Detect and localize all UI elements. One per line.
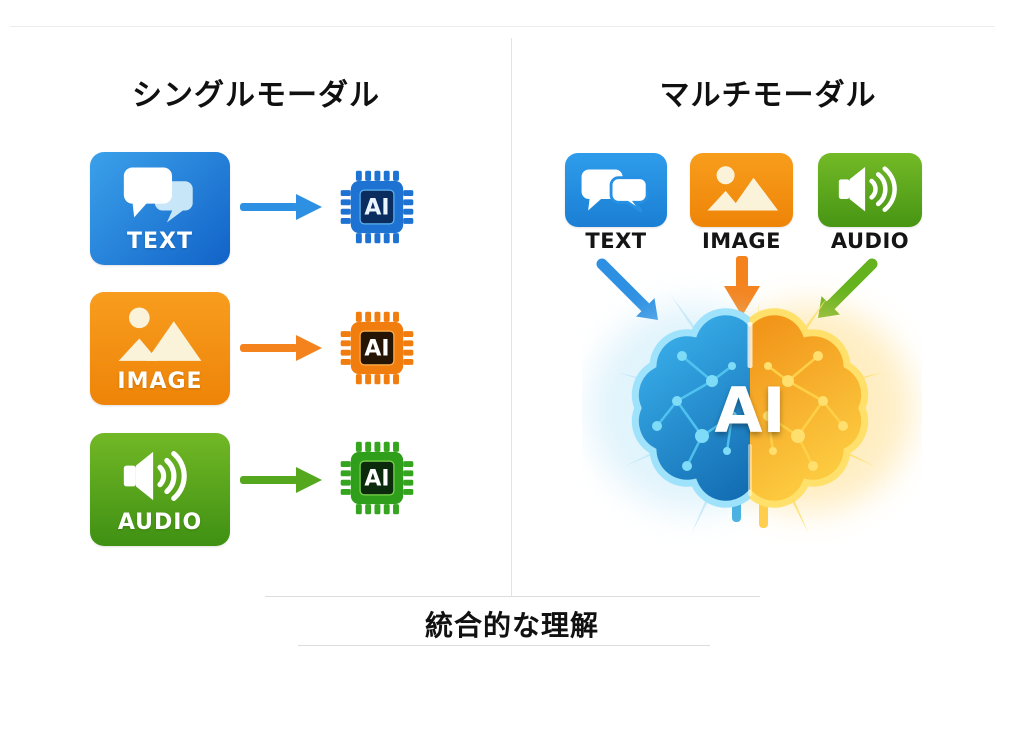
neural-nodes-left (652, 351, 737, 471)
footer-caption: 統合的な理解 (424, 609, 599, 642)
speaker-icon (123, 450, 187, 501)
ai-brain-graphic: AI (590, 292, 912, 536)
top-border-line (10, 26, 995, 27)
brain-ai-label: AI (714, 374, 785, 447)
photo-icon (707, 166, 778, 211)
image-modality-tile: IMAGE (90, 292, 230, 405)
hemisphere-split-lower (748, 444, 752, 496)
ai-chip-image-icon: AI (340, 311, 414, 385)
audio-tile-label: AUDIO (117, 509, 203, 535)
right-panel-title: マルチモーダル (659, 78, 877, 113)
image-tile-label: IMAGE (117, 368, 203, 394)
ai-chip-image-label: AI (364, 337, 389, 362)
left-panel-title: シングルモーダル (132, 78, 380, 113)
speaker-icon (838, 166, 897, 212)
center-divider-line (511, 38, 512, 596)
audio-input-tile (818, 153, 922, 227)
chat-bubbles-icon (123, 166, 193, 223)
footer-line-top (265, 596, 760, 597)
image-to-ai-arrow (240, 335, 322, 361)
text-to-ai-arrow (240, 194, 322, 220)
ai-chip-audio-label: AI (364, 467, 389, 492)
text-input-tile (565, 153, 667, 227)
neural-nodes-right (763, 351, 848, 471)
audio-input-label: AUDIO (830, 229, 910, 253)
footer-line-bottom (298, 645, 710, 646)
chat-bubbles-icon (581, 169, 649, 213)
image-input-label: IMAGE (701, 229, 782, 253)
audio-to-ai-arrow (240, 467, 322, 493)
ai-chip-text-icon: AI (340, 170, 414, 244)
image-to-brain-arrow (724, 256, 760, 316)
audio-modality-tile: AUDIO (90, 433, 230, 546)
photo-icon (118, 306, 202, 361)
image-input-tile (690, 153, 793, 227)
ai-chip-audio-icon: AI (340, 441, 414, 515)
text-input-label: TEXT (585, 229, 647, 253)
text-modality-tile: TEXT (90, 152, 230, 265)
hemisphere-split (747, 322, 753, 368)
ai-chip-text-label: AI (364, 196, 389, 221)
text-tile-label: TEXT (126, 228, 193, 254)
